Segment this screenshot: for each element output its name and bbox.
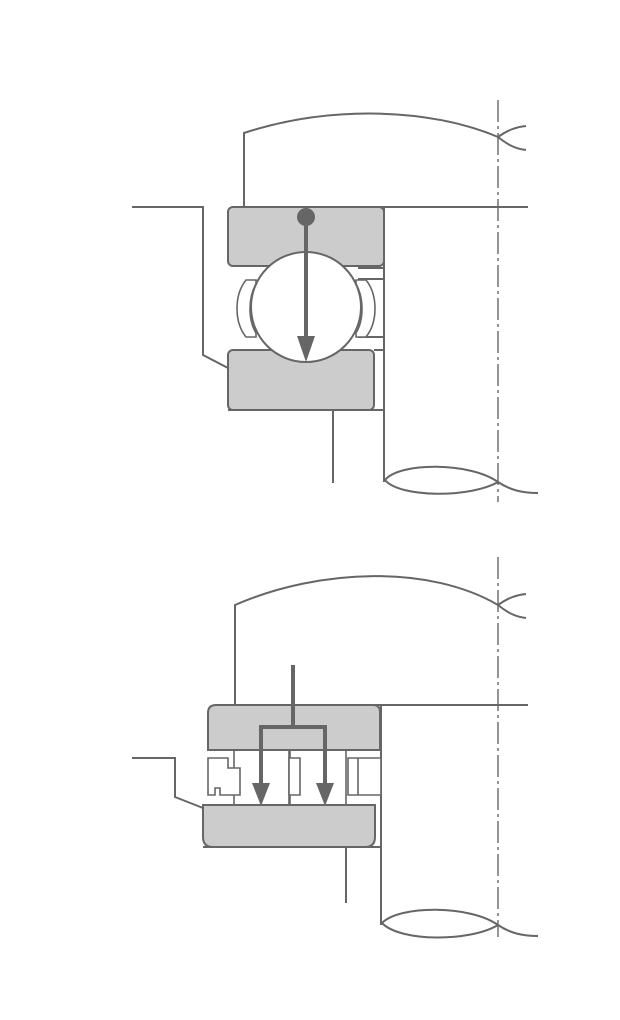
cage-left — [207, 757, 241, 796]
shaft-end-ellipse — [380, 908, 499, 939]
break-line-bottom — [497, 924, 539, 937]
break-line-bottom — [497, 481, 539, 494]
cage-middle — [288, 757, 301, 796]
break-line-top — [497, 125, 527, 151]
roller-bearing-figure — [132, 557, 539, 939]
housing-outline — [234, 575, 499, 705]
cage-right — [347, 757, 382, 796]
load-arrow-head-left — [252, 783, 270, 806]
housing-left-line — [132, 757, 204, 809]
housing-outline — [243, 112, 499, 207]
shaft-end-ellipse — [383, 465, 499, 495]
ball-bearing-figure — [132, 100, 539, 502]
inner-ring — [202, 804, 376, 848]
load-arrow-head-right — [316, 783, 334, 806]
housing-left-line — [132, 206, 229, 369]
break-line-top — [497, 593, 527, 619]
load-arrow-head — [297, 336, 315, 362]
load-arrow-split — [259, 725, 327, 785]
